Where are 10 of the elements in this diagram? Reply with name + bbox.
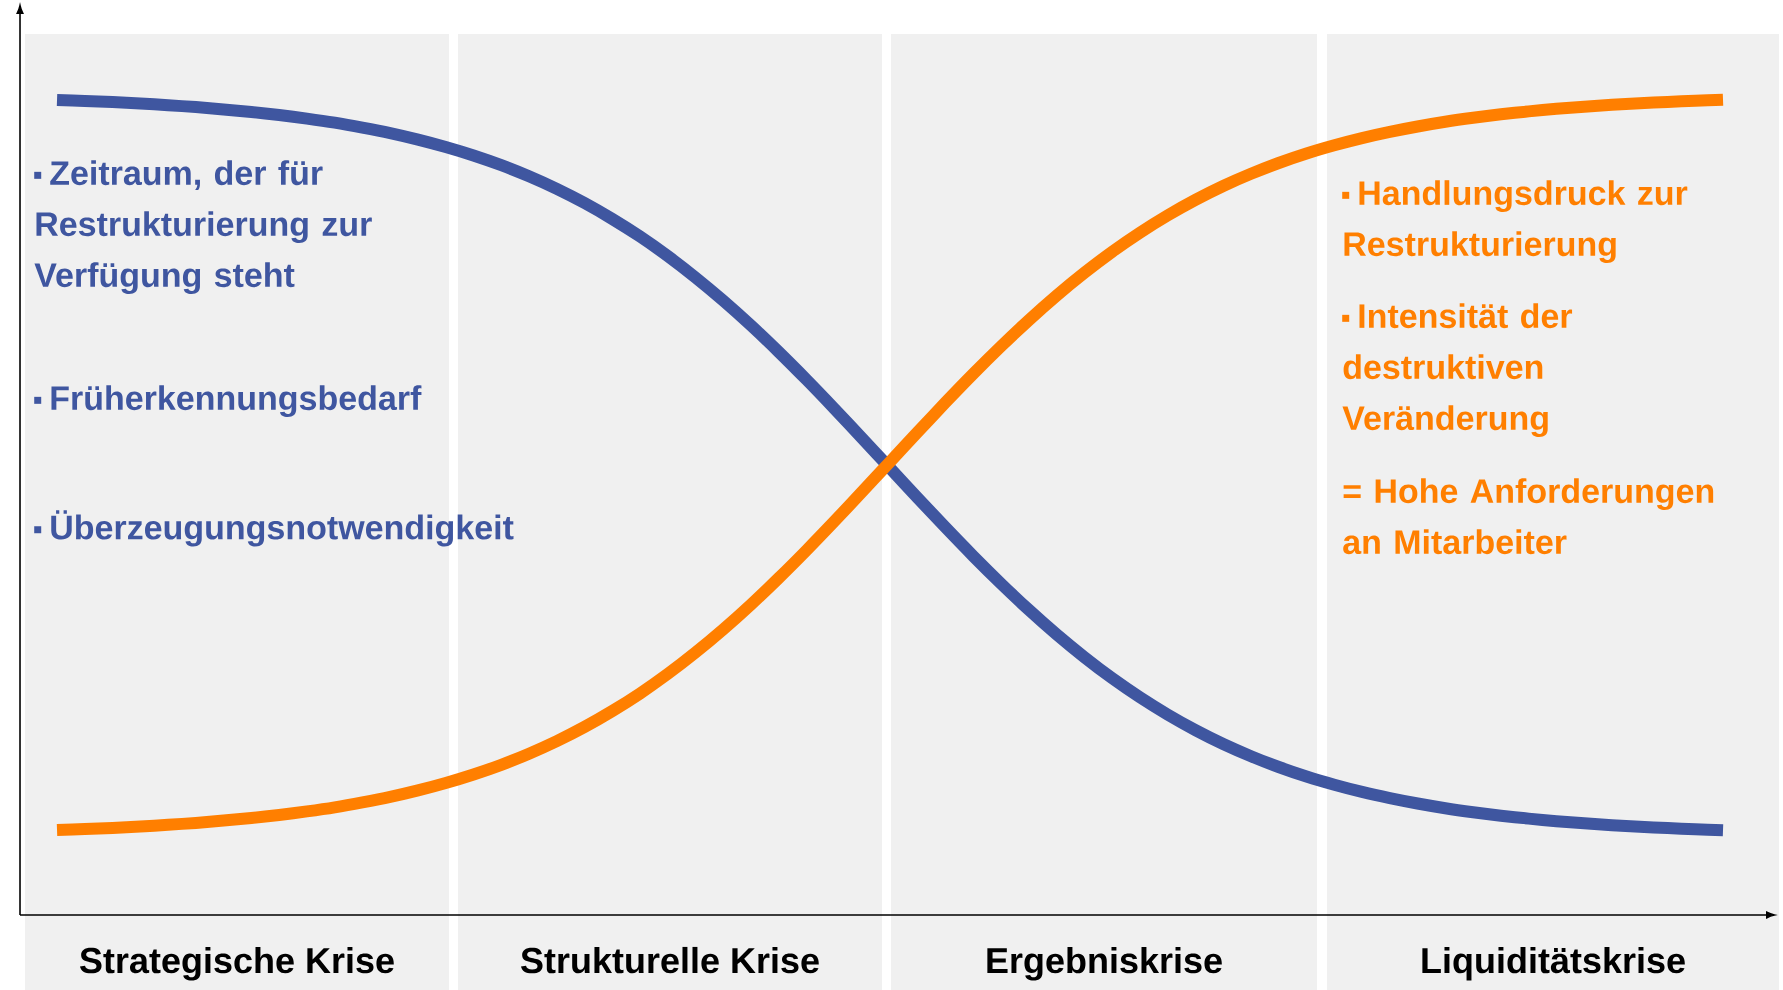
bullet-item: Überzeugungsnotwendigkeit — [34, 510, 514, 547]
bullet-item: Handlungsdruck zur Restrukturierung — [1342, 180, 1688, 264]
bullet-item: = Hohe Anforderungen an Mitarbeiter — [1343, 478, 1714, 555]
phase-label: Strukturelle Krise — [521, 946, 819, 974]
phase-label: Ergebniskrise — [987, 946, 1222, 981]
phase-label: Liquiditätskrise — [1422, 946, 1685, 981]
bullet-item: Intensität der destruktiven Veränderung — [1342, 303, 1573, 438]
bullet-item: Zeitraum, der für Restrukturierung zur Verfügung steht — [34, 160, 372, 295]
bullet-item: Früherkennungsbedarf — [34, 385, 422, 418]
phase-label: Strategische Krise — [80, 946, 394, 981]
